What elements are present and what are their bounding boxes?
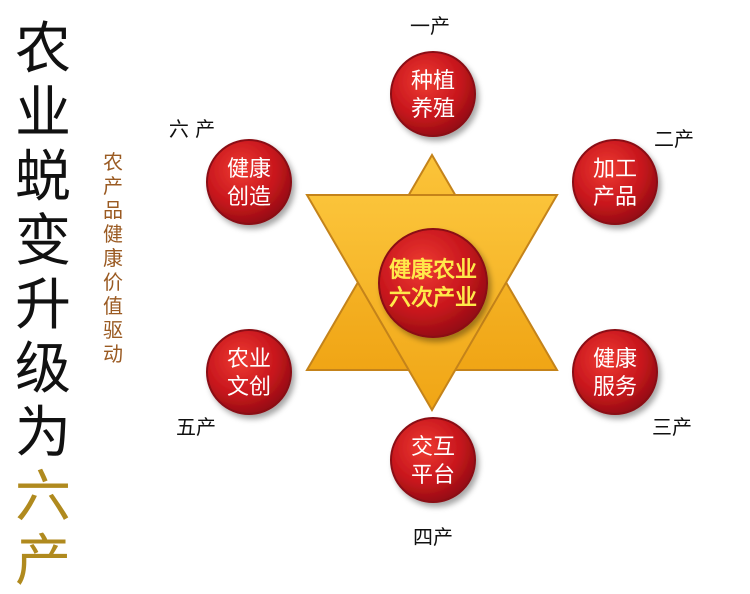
node-1-label-line2: 养殖 xyxy=(411,97,455,122)
node-6-industry-tag: 六 产 xyxy=(169,117,215,141)
node-2-label-line2: 产品 xyxy=(593,185,637,210)
node-4-industry-tag: 四产 xyxy=(413,525,453,549)
center-label-line2: 六次产业 xyxy=(389,285,477,311)
node-3-industry-tag: 三产 xyxy=(652,415,692,439)
node-3-label-line1: 健康 xyxy=(593,347,637,372)
node-4-label-line2: 平台 xyxy=(411,463,455,488)
node-2-label-line1: 加工 xyxy=(593,157,637,182)
node-3-label-line2: 服务 xyxy=(593,375,637,400)
node-5-label-line1: 农业 xyxy=(227,347,271,372)
node-6-label-line1: 健康 xyxy=(227,157,271,182)
node-6-label-line2: 创造 xyxy=(227,185,271,210)
node-2-industry-tag: 二产 xyxy=(654,127,694,151)
node-1-industry-tag: 一产 xyxy=(410,14,450,38)
vertical-subtitle: 农产品健康价值驱动 xyxy=(103,150,123,366)
node-4-circle xyxy=(390,417,476,503)
node-5-circle xyxy=(206,329,292,415)
node-4-label-line1: 交互 xyxy=(411,435,455,460)
title-black-part: 农业蜕变升级为 xyxy=(15,17,71,466)
center-circle: 健康农业 六次产业 xyxy=(378,228,488,338)
node-5-label-line2: 文创 xyxy=(227,375,271,400)
center-label-line1: 健康农业 xyxy=(389,257,477,283)
node-2-circle xyxy=(572,139,658,225)
node-3-circle xyxy=(572,329,658,415)
node-5-industry-tag: 五产 xyxy=(176,415,216,439)
node-1-circle xyxy=(390,51,476,137)
node-6-circle xyxy=(206,139,292,225)
node-1-label-line1: 种植 xyxy=(411,69,455,94)
